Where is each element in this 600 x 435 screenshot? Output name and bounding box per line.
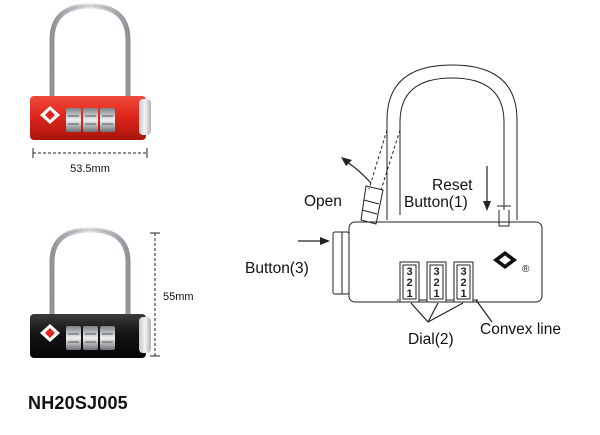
black-lock-photo: [30, 227, 151, 358]
black-lock-end-cap: [139, 317, 151, 353]
dial-1-digit-b: 2: [406, 277, 412, 289]
diagram-labels: Open Reset Button(1) Button(3) Dial(2) C…: [245, 177, 561, 348]
dial-1-digit-a: 3: [406, 266, 412, 278]
dial-3-digit-b: 2: [460, 277, 466, 289]
dial-3-digit-c: 1: [460, 288, 466, 300]
red-lock-shackle: [49, 3, 131, 103]
reset-arrow-icon: [483, 166, 491, 211]
diagram-end-button: [332, 231, 350, 295]
diagram-open-shackle-tip: [360, 185, 384, 225]
dial-2-digit-b: 2: [433, 277, 439, 289]
dial-leader-lines: [410, 302, 464, 323]
black-lock-dials: [66, 326, 115, 350]
diagram-tsa-logo-icon: [493, 251, 517, 269]
reset-label-line2: Button(1): [404, 194, 468, 211]
height-dimension-label: 55mm: [163, 291, 194, 303]
diagram-reset-button: [498, 221, 510, 227]
lock-line-diagram: [332, 64, 543, 323]
width-dimension: 53.5mm: [32, 148, 148, 175]
dial-2-digit-a: 3: [433, 266, 439, 278]
red-lock-end-cap: [139, 99, 151, 135]
convex-line-label: Convex line: [480, 321, 561, 338]
red-lock-dials: [66, 108, 115, 132]
diagram-dials: [397, 261, 478, 303]
height-dimension: 55mm: [150, 232, 194, 357]
open-arrow-icon: [341, 157, 372, 184]
diagram-open-shackle: [368, 129, 401, 191]
black-lock-shackle: [49, 227, 131, 323]
width-dimension-label: 53.5mm: [70, 163, 110, 175]
registered-mark: ®: [522, 264, 530, 275]
red-lock-photo: [30, 3, 151, 140]
reset-label-line1: Reset: [432, 177, 473, 194]
dial-2-digit-c: 1: [433, 288, 439, 300]
diagram-dial-digits: 3 2 1 3 2 1 3 2 1: [406, 266, 466, 300]
dial-1-digit-c: 1: [406, 288, 412, 300]
button3-label: Button(3): [245, 260, 309, 277]
convex-leader-line: [475, 299, 493, 323]
diagram-shackle: [386, 64, 518, 220]
model-number: NH20SJ005: [28, 393, 128, 413]
button3-arrow-icon: [298, 237, 330, 245]
dial-3-digit-a: 3: [460, 266, 466, 278]
red-lock-tsa-logo-icon: [40, 106, 60, 124]
open-label: Open: [304, 193, 342, 210]
black-lock-tsa-logo-icon: [40, 324, 60, 342]
dial-label: Dial(2): [408, 331, 454, 348]
